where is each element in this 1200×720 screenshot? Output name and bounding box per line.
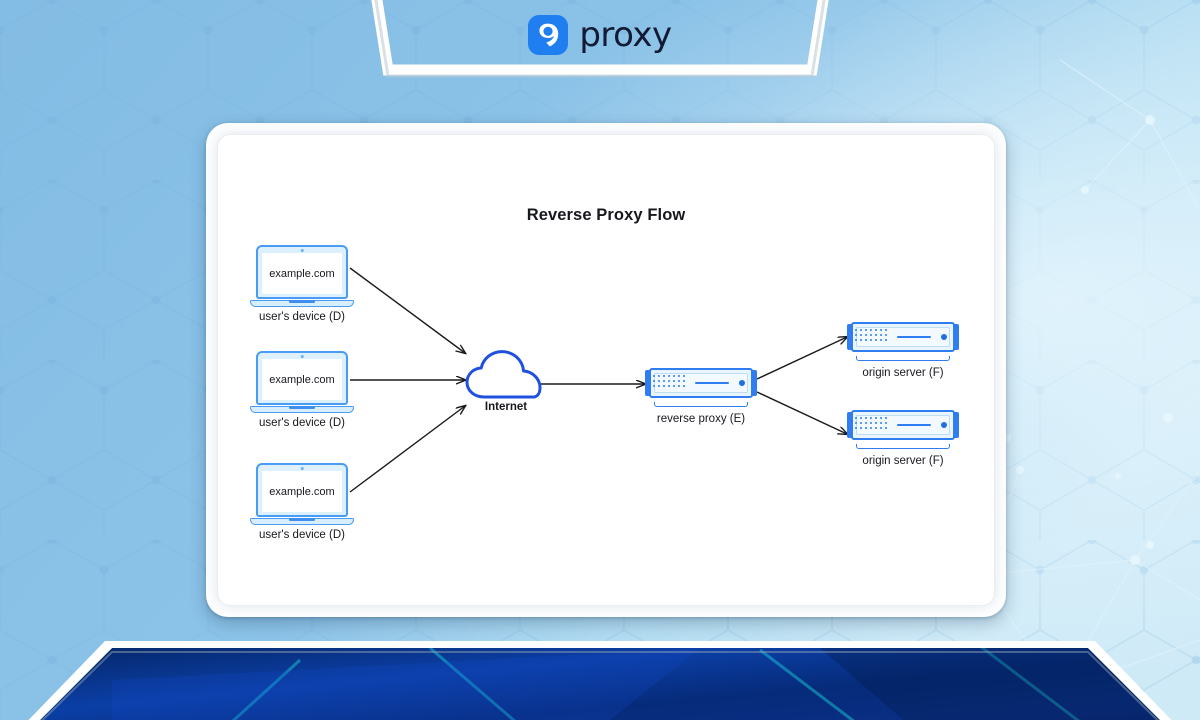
server-side-left: [847, 324, 854, 350]
laptop-screen: example.com: [262, 359, 342, 400]
server-side-left: [847, 412, 854, 438]
server-shelf: [856, 356, 950, 361]
node-label-origin-server-1: origin server (F): [862, 367, 944, 379]
laptop-camera-icon: [300, 467, 304, 470]
server-shelf: [856, 444, 950, 449]
laptop-trackpad-notch: [289, 405, 315, 409]
node-user-device-1[interactable]: example.com user's device (D): [250, 245, 354, 323]
server-vent-dots-icon: [855, 417, 889, 431]
node-label-internet: Internet: [484, 401, 528, 413]
brand-wordmark: proxy: [579, 15, 672, 55]
server-shelf: [654, 402, 748, 407]
brand-logo: proxy: [0, 8, 1200, 62]
laptop-camera-icon: [300, 249, 304, 252]
node-reverse-proxy[interactable]: reverse proxy (E): [645, 368, 757, 425]
node-user-device-3[interactable]: example.com user's device (D): [250, 463, 354, 541]
server-side-right: [952, 412, 959, 438]
node-label-origin-server-2: origin server (F): [862, 455, 944, 467]
bottom-frame-graphic: [0, 641, 1200, 720]
node-label-user-device-2: user's device (D): [259, 417, 345, 429]
diagram-card: Reverse Proxy Flow: [206, 123, 1006, 617]
page-title: Reverse Proxy Flow: [526, 206, 686, 224]
cloud-icon: [465, 350, 542, 399]
screen-url-text: example.com: [269, 485, 335, 498]
server-icon: [645, 368, 757, 407]
flow-arrows: [349, 267, 995, 493]
server-slot-bar: [897, 424, 931, 426]
laptop-icon: example.com: [250, 351, 354, 413]
server-led-icon: [738, 379, 745, 386]
screen-url-text: example.com: [269, 267, 335, 280]
laptop-trackpad-notch: [289, 517, 315, 521]
laptop-lid: example.com: [256, 245, 348, 299]
server-side-right: [952, 324, 959, 350]
laptop-lid: example.com: [256, 351, 348, 405]
server-vent-dots-icon: [653, 375, 687, 389]
server-side-left: [645, 370, 652, 396]
server-led-icon: [940, 333, 947, 340]
nine-glyph-icon: [539, 23, 559, 47]
laptop-icon: example.com: [250, 463, 354, 525]
laptop-icon: example.com: [250, 245, 354, 307]
server-slot-bar: [695, 382, 729, 384]
node-label-reverse-proxy: reverse proxy (E): [656, 413, 746, 425]
diagram-canvas: example.com user's device (D): [217, 134, 995, 606]
server-icon: [847, 322, 959, 361]
laptop-screen: example.com: [262, 253, 342, 294]
nine-logo-icon: [528, 15, 569, 55]
node-origin-server-2[interactable]: origin server (F): [847, 410, 959, 467]
screen-url-text: example.com: [269, 373, 335, 386]
node-label-user-device-3: user's device (D): [259, 529, 345, 541]
laptop-lid: example.com: [256, 463, 348, 517]
node-label-user-device-1: user's device (D): [259, 311, 345, 323]
server-icon: [847, 410, 959, 449]
laptop-screen: example.com: [262, 471, 342, 512]
node-internet[interactable]: Internet: [464, 347, 548, 413]
server-led-icon: [940, 421, 947, 428]
node-user-device-2[interactable]: example.com user's device (D): [250, 351, 354, 429]
laptop-trackpad-notch: [289, 299, 315, 303]
server-slot-bar: [897, 336, 931, 338]
server-side-right: [750, 370, 757, 396]
server-vent-dots-icon: [855, 329, 889, 343]
diagram-card-inner: Reverse Proxy Flow: [217, 134, 995, 606]
node-origin-server-1[interactable]: origin server (F): [847, 322, 959, 379]
laptop-camera-icon: [300, 355, 304, 358]
